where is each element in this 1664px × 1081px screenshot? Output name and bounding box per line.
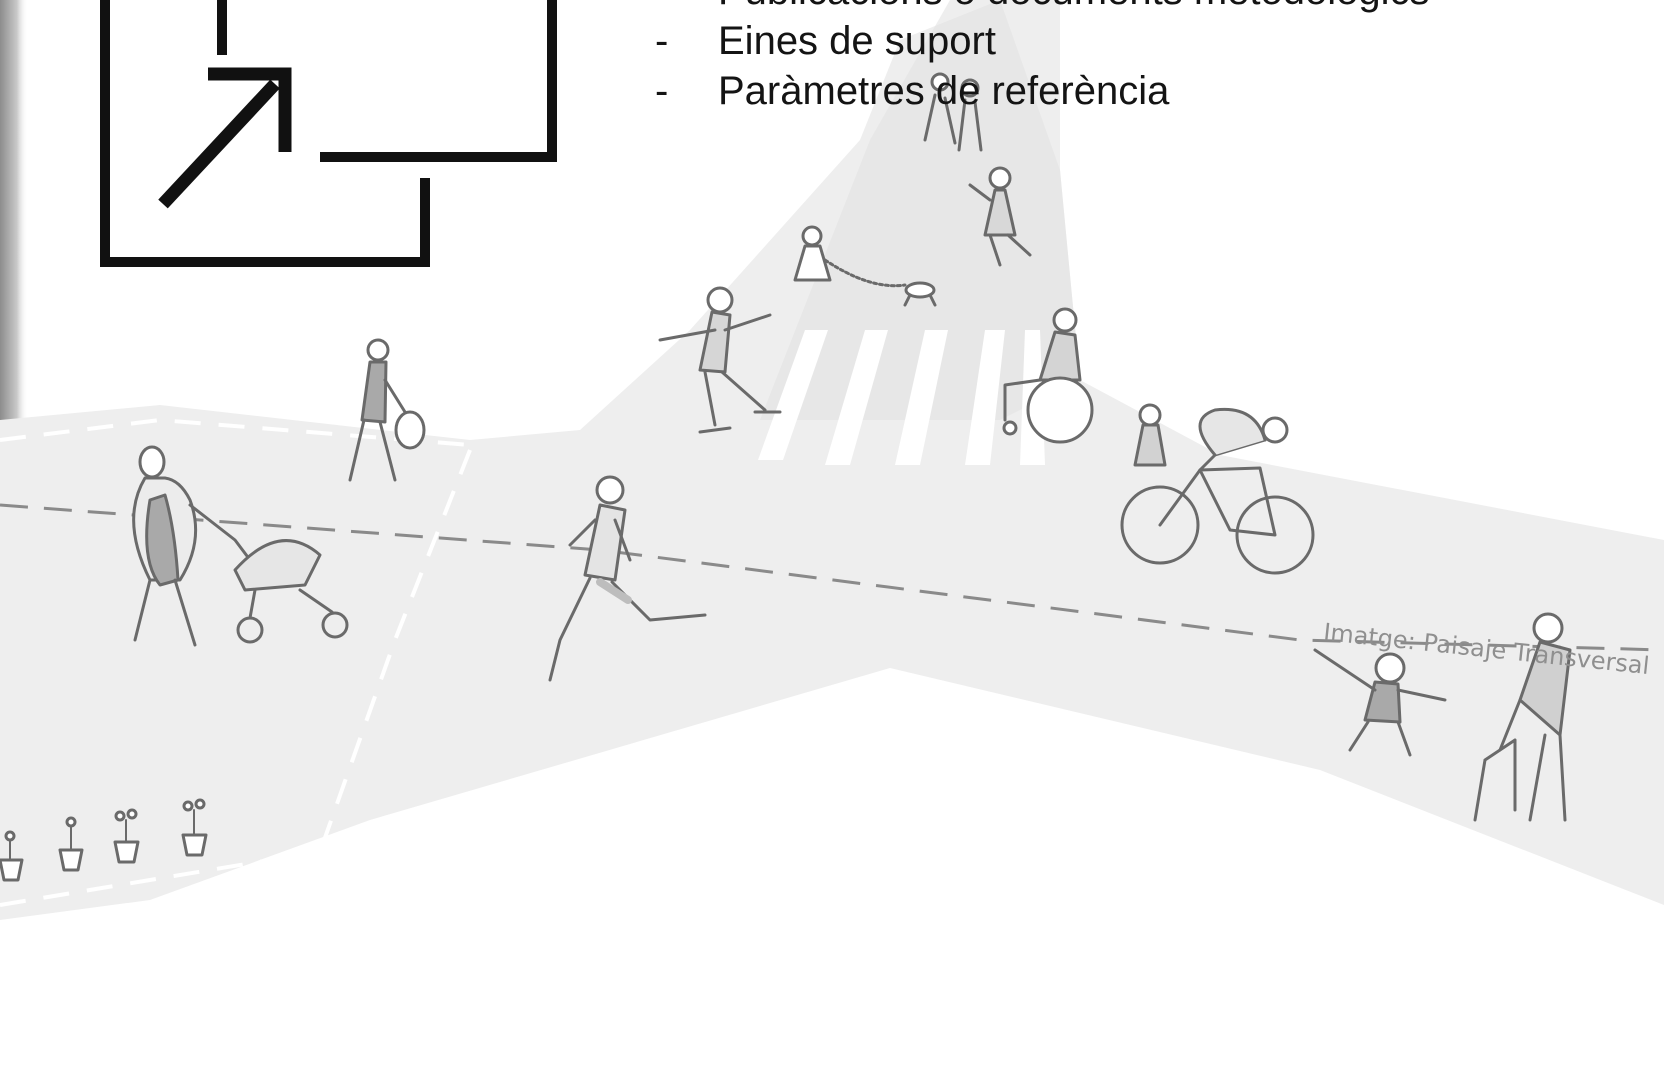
lane-borders [0,417,472,907]
elderly-walker-figure [1473,612,1572,822]
bullet-marker: - [655,19,669,63]
bullet-item: - Publicacions o documents metodològics [655,0,1430,16]
dog-walker-figure [793,225,937,307]
bullet-item: - Paràmetres de referència [655,66,1430,116]
bullet-marker: - [655,69,669,113]
bullet-text: Publicacions o documents metodològics [718,0,1430,13]
bullet-text: Eines de suport [718,19,996,63]
distant-walkers-figure [923,72,983,152]
bullet-marker: - [655,0,668,16]
cyclist-figure [1120,403,1315,575]
wheelchair-user-figure [1002,307,1094,444]
flower-pots [0,798,208,882]
street-shade [760,0,1080,420]
open-in-new-window-icon [100,0,557,267]
parent-with-stroller-figure [132,445,349,647]
bullet-item: - Eines de suport [655,16,1430,66]
bullet-text: Paràmetres de referència [718,69,1170,113]
bullet-list: - Publicacions o documents metodològics -… [655,0,1430,116]
walker-far-figure [968,166,1032,267]
skater-figure [658,286,782,434]
walker-with-bag-figure [348,338,426,482]
child-figure [1313,648,1447,757]
figures [0,72,1572,882]
runner-figure [548,475,707,682]
